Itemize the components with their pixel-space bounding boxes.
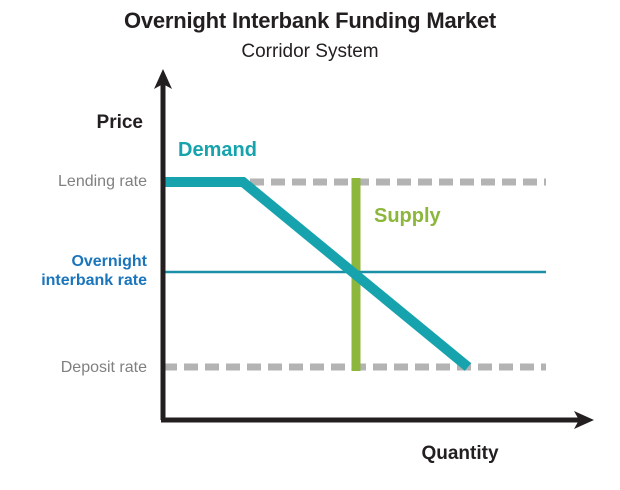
y-tick-label-lending-rate: Lending rate: [58, 173, 147, 190]
demand-curve: [163, 177, 472, 371]
demand-curve-label: Demand: [178, 139, 257, 161]
supply-curve-label: Supply: [374, 205, 441, 227]
x-axis-arrow-icon: [574, 411, 594, 429]
chart-subtitle: Corridor System: [241, 41, 379, 62]
y-axis-title: Price: [96, 112, 143, 133]
y-tick-label-overnight-interbank-rate: Overnight interbank rate: [41, 253, 147, 289]
y-axis-arrow-icon: [154, 69, 172, 89]
x-axis-title: Quantity: [421, 443, 499, 464]
y-tick-label-deposit-rate: Deposit rate: [60, 359, 147, 376]
chart-title: Overnight Interbank Funding Market: [123, 8, 497, 33]
